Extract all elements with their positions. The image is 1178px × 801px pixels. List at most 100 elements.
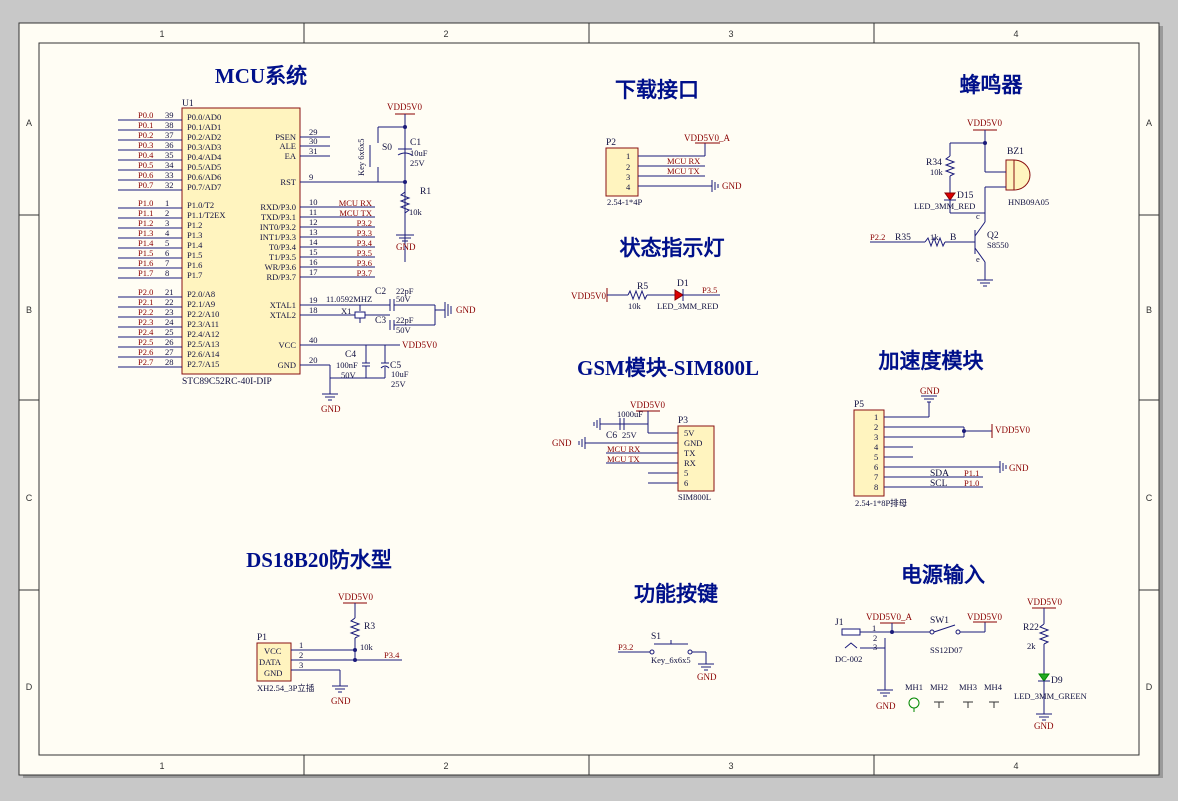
d15-ref: D15	[957, 191, 974, 201]
c5-ref: C5	[390, 361, 401, 371]
accel-pin-number: 7	[874, 472, 878, 482]
mcu-pin-name: P0.6/AD6	[187, 172, 221, 182]
mcu-pin-number: 33	[165, 170, 174, 180]
mh2-label: MH2	[930, 682, 948, 692]
mcu-net-left: P2.5	[138, 337, 153, 347]
sw1-part: SS12D07	[930, 645, 963, 655]
mcu-pin-name: TXD/P3.1	[261, 212, 296, 222]
r5-val: 10k	[628, 301, 642, 311]
mcu-ref: U1	[182, 99, 194, 109]
zone-col-2: 2	[443, 29, 448, 39]
mcu-pin-name: RD/P3.7	[266, 272, 296, 282]
gsm-gnd: GND	[552, 438, 572, 448]
mcu-pin-number: 25	[165, 327, 174, 337]
mcu-pin-name: P0.4/AD4	[187, 152, 222, 162]
gsm-net-tx: MCU TX	[607, 454, 640, 464]
accel-connector	[853, 409, 885, 497]
xtal-gnd: GND	[456, 305, 476, 315]
mcu-net-left: P1.5	[138, 248, 153, 258]
zone-col-1: 1	[159, 29, 164, 39]
mcu-net-right: P3.6	[357, 258, 372, 268]
mcu-net-left: P1.1	[138, 208, 153, 218]
p2-net-rx: MCU RX	[667, 156, 700, 166]
p2-net-tx: MCU TX	[667, 166, 700, 176]
mcu-pin-name: P2.5/A13	[187, 339, 219, 349]
power-section: J1 1 2 3 DC-002 VDD5V0_A VDD5V0 SW1 SS12…	[835, 597, 1087, 731]
accel-pin-number: 5	[874, 452, 878, 462]
mcu-net-left: P0.4	[138, 150, 154, 160]
mcu-net-right: P3.7	[357, 268, 372, 278]
power-vdd2: VDD5V0	[1027, 597, 1062, 607]
mcu-net-left: P0.7	[138, 180, 153, 190]
j1-part: DC-002	[835, 654, 862, 664]
mcu-pin-name: P2.3/A11	[187, 319, 219, 329]
mcu-pin-number: 17	[309, 267, 318, 277]
mcu-net-left: P1.7	[138, 268, 153, 278]
accel-sda: SDA	[930, 469, 949, 479]
mcu-pin-name: XTAL1	[270, 300, 296, 310]
mcu-net-left: P1.6	[138, 258, 153, 268]
title-status: 状态指示灯	[620, 236, 725, 260]
gsm-pin-rx: RX	[684, 458, 696, 468]
mcu-pin-number: 8	[165, 268, 169, 278]
gsm-pin-tx: TX	[684, 448, 695, 458]
mh4-label: MH4	[984, 682, 1003, 692]
accel-scl: SCL	[930, 479, 948, 489]
mcu-pin-number: 5	[165, 238, 169, 248]
x1-ref: X1	[341, 306, 351, 316]
p1-ref: P1	[257, 633, 267, 643]
mcu-pin-number: 3	[165, 218, 169, 228]
power-vdd: VDD5V0	[967, 612, 1002, 622]
accel-net-sda: P1.1	[964, 468, 979, 478]
p5-ref: P5	[854, 400, 864, 410]
zone-col-3: 3	[728, 29, 733, 39]
gsm-vdd: VDD5V0	[630, 400, 665, 410]
r1-val: 10k	[409, 207, 423, 217]
mcu-pin-name: P1.3	[187, 230, 202, 240]
mcu-net-left: P0.5	[138, 160, 153, 170]
mcu-pin-number: 40	[309, 335, 318, 345]
r1-ref: R1	[420, 187, 431, 197]
ds-num-2: 2	[299, 650, 303, 660]
mcu-gnd: GND	[321, 404, 341, 414]
mcu-pin-number: 34	[165, 160, 174, 170]
mcu-pin-number: 2	[165, 208, 169, 218]
mcu-pin-name: P2.1/A9	[187, 299, 215, 309]
mcu-net-left: P2.7	[138, 357, 153, 367]
power-gnd: GND	[876, 701, 896, 711]
mcu-pin-number: 19	[309, 295, 318, 305]
c3-val1: 22pF	[396, 315, 414, 325]
title-mcu: MCU系统	[215, 64, 307, 88]
c4-val1: 100nF	[336, 360, 358, 370]
ds-gnd: GND	[331, 696, 351, 706]
mcu-pin-name: T0/P3.4	[269, 242, 297, 252]
mcu-pin-name: RXD/P3.0	[260, 202, 296, 212]
status-vdd: VDD5V0	[571, 291, 606, 301]
c4-val2: 50V	[341, 370, 357, 380]
q2-c: c	[976, 211, 980, 221]
mcu-pin-name: GND	[278, 360, 296, 370]
c6-val2: 25V	[622, 430, 638, 440]
zone-col-1-bottom: 1	[159, 761, 164, 771]
ds18b20-connector	[256, 642, 292, 682]
mcu-part: STC89C52RC-40I-DIP	[182, 377, 272, 387]
ds-part: XH2.54_3P立插	[257, 683, 315, 693]
accel-part: 2.54-1*8P排母	[855, 498, 907, 508]
p2-ref: P2	[606, 138, 616, 148]
mcu-pin-name: P0.1/AD1	[187, 122, 221, 132]
mcu-net-left: P1.3	[138, 228, 153, 238]
p2-vdd: VDD5V0_A	[684, 133, 730, 143]
buzzer-section: VDD5V0 R34 10k D15 LED_3MM_RED BZ1 HNB09…	[870, 118, 1049, 287]
c1-ref: C1	[410, 138, 421, 148]
zone-row-a-right: A	[1146, 118, 1152, 128]
buzzer-net: P2.2	[870, 232, 885, 242]
mcu-pin-number: 10	[309, 197, 318, 207]
gsm-pin-gnd: GND	[684, 438, 702, 448]
mcu-pin-number: 18	[309, 305, 318, 315]
d1-ref: D1	[677, 279, 689, 289]
gsm-pin-5v: 5V	[684, 428, 695, 438]
